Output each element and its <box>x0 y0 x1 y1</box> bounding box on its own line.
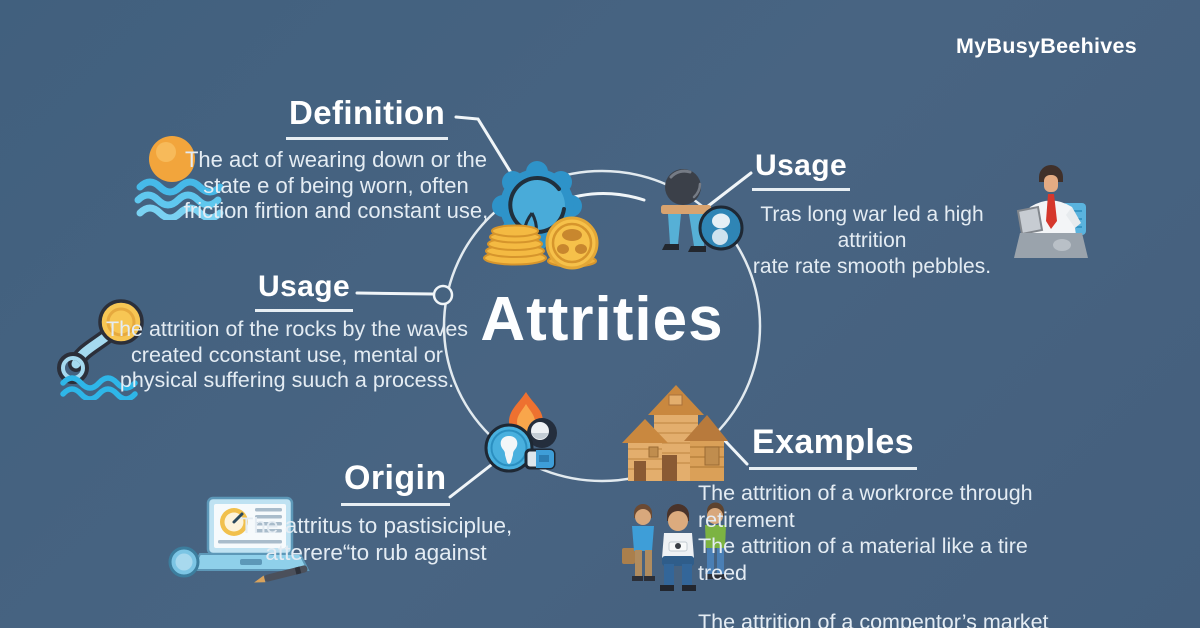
origin-line: atterere“to rub against <box>265 540 487 565</box>
definition-line: friction firtion and constant use, <box>183 198 489 223</box>
examples-text: The attrition of a workrorce through ret… <box>698 480 1082 628</box>
origin-line: The attritus to pastisiciplue, <box>239 513 513 538</box>
example-item: The attrition of a material like a tire … <box>698 534 1028 585</box>
center-term-title: Attrities <box>480 285 724 354</box>
brand-logo-text: MyBusyBeehives <box>956 34 1138 58</box>
example-item: The attrition of a compentor’s market sh… <box>698 610 1049 628</box>
usage-left-line: created cconstant use, mental or <box>131 342 443 367</box>
usage-left-connector <box>355 291 435 296</box>
definition-text: The act of wearing down or the state e o… <box>150 147 522 224</box>
laptop-pen-magnifier-icon <box>168 496 310 583</box>
examples-heading: Examples <box>749 423 917 470</box>
usage-left-line: physical suffering suuch a process. <box>119 368 455 392</box>
origin-heading: Origin <box>341 459 450 506</box>
usage-left-heading: Usage <box>255 270 354 312</box>
man-at-desk-icon <box>1014 165 1088 258</box>
sun-waves-icon <box>134 136 224 220</box>
person-globe-icon <box>661 169 744 252</box>
usage-left-line: The attrition of the rocks by the waves <box>105 317 469 341</box>
definition-heading: Definition <box>286 94 449 140</box>
three-people-icon <box>622 502 727 591</box>
definition-line: state e of being worn, often <box>203 172 469 198</box>
flame-tools-icon <box>484 392 557 473</box>
wooden-houses-icon <box>622 385 728 481</box>
origin-text: The attritus to pastisiciplue, atterere“… <box>224 512 528 566</box>
usage-right-line: Tras long war led a high attrition <box>760 203 984 252</box>
usage-left-text: The attrition of the rocks by the waves … <box>92 317 482 394</box>
usage-right-line: rate rate smooth pebbles. <box>752 255 992 278</box>
usage-right-heading: Usage <box>752 149 851 191</box>
example-item: The attrition of a workrorce through ret… <box>698 481 1033 532</box>
pebble-hook-waves-icon <box>57 299 144 400</box>
definition-line: The act of wearing down or the <box>184 147 488 172</box>
usage-right-text: Tras long war led a high attrition rate … <box>738 202 1006 280</box>
